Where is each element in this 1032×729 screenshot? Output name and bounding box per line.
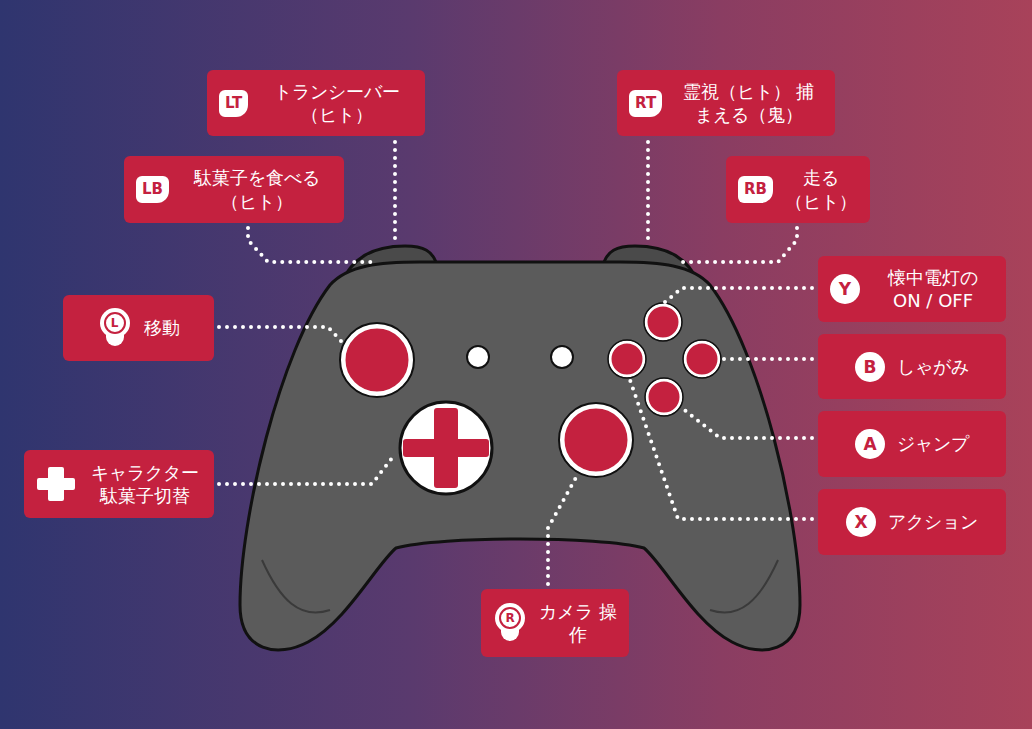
dpad-icon-shape <box>36 464 76 504</box>
button-letter: B <box>855 352 885 382</box>
button-badge: RB <box>738 176 773 203</box>
stick-letter: L <box>104 312 126 334</box>
control-label: トランシーバー （ヒト） <box>260 80 413 127</box>
button-letter: X <box>846 507 876 537</box>
stick-letter: R <box>499 607 521 629</box>
stick-icon: R <box>493 603 527 643</box>
dpad-base <box>400 402 492 494</box>
label-box: X アクション <box>818 489 1006 555</box>
face-button-rims <box>608 303 721 416</box>
left-stick <box>343 326 411 394</box>
face-buttons <box>610 305 719 414</box>
dpad-icon <box>36 464 76 504</box>
label-box: Y 懐中電灯の ON / OFF <box>818 256 1006 322</box>
label-box: LB 駄菓子を食べる （ヒト） <box>124 156 344 223</box>
button-letter: Y <box>830 274 860 304</box>
view-button <box>467 346 489 368</box>
control-label: ジャンプ <box>897 432 969 455</box>
dpad-cross <box>403 408 489 488</box>
right-stick-rim <box>559 403 633 477</box>
control-label: しゃがみ <box>897 355 969 378</box>
control-label: カメラ 操作 <box>539 600 617 647</box>
left-stick-rim <box>340 323 414 397</box>
label-box: RB 走る （ヒト） <box>726 156 870 223</box>
label-box: L 移動 <box>63 295 214 361</box>
label-box: RT 霊視（ヒト） 捕まえる（鬼） <box>617 70 835 136</box>
stick-icon: L <box>98 308 132 348</box>
label-box: B しゃがみ <box>818 334 1006 399</box>
label-box: LT トランシーバー （ヒト） <box>207 70 425 136</box>
right-stick <box>562 406 630 474</box>
control-label: アクション <box>888 510 978 533</box>
label-box: R カメラ 操作 <box>481 589 629 657</box>
control-label: 懐中電灯の ON / OFF <box>872 266 994 313</box>
button-badge: LT <box>219 90 248 117</box>
button-letter: A <box>855 429 885 459</box>
control-label: 駄菓子を食べる （ヒト） <box>181 166 332 213</box>
button-badge: LB <box>136 176 169 203</box>
label-box: A ジャンプ <box>818 411 1006 477</box>
menu-button <box>551 346 573 368</box>
control-label: 移動 <box>144 316 180 339</box>
label-box: キャラクター 駄菓子切替 <box>24 450 214 518</box>
control-label: 走る （ヒト） <box>785 166 858 213</box>
control-label: 霊視（ヒト） 捕まえる（鬼） <box>674 80 823 127</box>
control-label: キャラクター 駄菓子切替 <box>88 461 202 508</box>
button-badge: RT <box>629 90 662 117</box>
